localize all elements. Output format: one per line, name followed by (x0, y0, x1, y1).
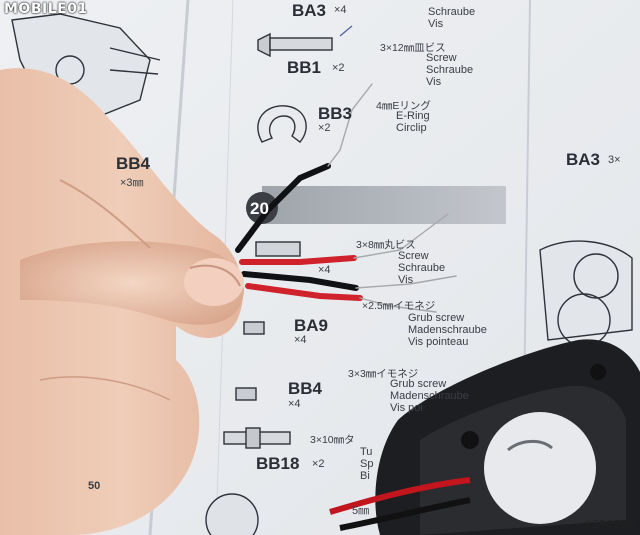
part-name: Bi (360, 470, 370, 482)
part-name: Vis (428, 18, 444, 30)
part-code: BB18 (256, 454, 300, 473)
part-name: E-Ring (396, 110, 430, 122)
part-code: BB3 (318, 104, 353, 123)
part-qty: ×2 (312, 458, 325, 470)
part-qty: 50 (88, 480, 101, 492)
part-name: Circlip (396, 122, 427, 134)
hand (0, 68, 244, 535)
part-name: Vis (398, 274, 414, 286)
part-jp: 3×3㎜イモネジ (348, 368, 419, 380)
step-number: 20 (250, 199, 269, 218)
part-name: Schraube (398, 262, 446, 274)
part-name: Tu (360, 446, 373, 458)
part-jp: 3×12㎜皿ビス (380, 42, 446, 54)
part-jp: ×2.5㎜イモネジ (362, 300, 436, 312)
part-name: Grub screw (390, 378, 447, 390)
watermark-logo: MOBILE01 (4, 1, 88, 17)
photo-id: #396255 (582, 518, 634, 531)
part-qty: ×4 (294, 334, 307, 346)
part-code: BB4 (116, 154, 151, 173)
part-name: Madenschraube (390, 390, 469, 402)
part-name: Vis (426, 76, 442, 88)
part-qty: ×4 (288, 398, 301, 410)
part-code: BA3 (292, 1, 327, 20)
part-name: Vis poi (390, 402, 423, 414)
part-qty: 3× (608, 154, 621, 166)
cooling-fan (329, 339, 640, 535)
part-name: Screw (398, 250, 429, 262)
pen-mark (339, 25, 353, 37)
wires (235, 83, 457, 313)
part-name: Madenschraube (408, 324, 487, 336)
part-name: Grub screw (408, 312, 465, 324)
fan-hub (484, 412, 596, 524)
step-bar (262, 186, 506, 224)
part-jp: 3×10㎜タ (310, 434, 355, 446)
part-jp: 4㎜Eリング (376, 100, 431, 112)
part-code: BB1 (287, 58, 322, 77)
part-qty: ×2 (332, 62, 345, 74)
part-code: BA9 (294, 316, 329, 335)
part-name: Schraube (428, 6, 476, 18)
part-qty: 5㎜ (352, 505, 370, 517)
part-qty: ×2 (318, 122, 331, 134)
part-qty: ×4 (318, 264, 331, 276)
part-name: Vis pointeau (408, 336, 469, 348)
part-jp: 3×8㎜丸ビス (356, 239, 416, 251)
part-name: Sp (360, 458, 374, 470)
part-qty: ×3㎜ (120, 177, 144, 189)
part-code: BB4 (288, 379, 323, 398)
part-code: BA3 (566, 150, 601, 169)
part-qty: ×4 (334, 4, 347, 16)
step-circle (246, 192, 278, 224)
part-name: Screw (426, 52, 457, 64)
part-name: Schraube (426, 64, 474, 76)
